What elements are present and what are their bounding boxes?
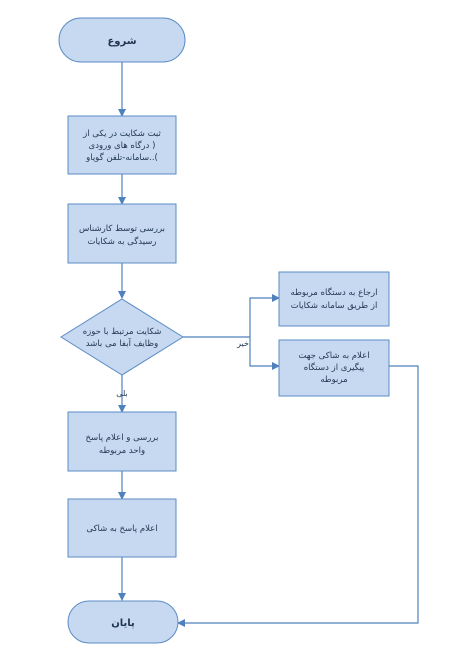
- node-start: شروع: [58, 17, 186, 63]
- node-end: پایان: [67, 600, 179, 644]
- review-expert-box: [67, 203, 177, 264]
- decision-line-1: شکایت مرتبط با حوزه: [83, 327, 162, 337]
- node-register: ثبت شکایت در یکی از درگاه های ورودی ) سا…: [67, 115, 177, 175]
- refer-line-2: از طریق سامانه شکایات: [291, 301, 378, 311]
- notify-complainant-line-2: پیگیری از دستگاه: [304, 362, 365, 373]
- review-answer-line-1: بررسی و اعلام پاسخ: [86, 433, 159, 443]
- edge-branch-to-refer: [249, 294, 280, 337]
- decision-line-2: وظایف آبفا می باشد: [86, 337, 159, 349]
- review-answer-line-2: واحد مربوطه: [99, 446, 145, 456]
- node-refer: ارجاع به دستگاه مربوطه از طریق سامانه شک…: [278, 271, 390, 327]
- start-label: شروع: [107, 36, 136, 47]
- refer-box: [278, 271, 390, 327]
- node-review-expert: بررسی توسط کارشناس رسیدگی به شکایات: [67, 203, 177, 264]
- notify-complainant-box: [278, 339, 390, 397]
- node-decision: شکایت مرتبط با حوزه وظایف آبفا می باشد: [60, 298, 184, 376]
- register-line-2: درگاه های ورودی ): [89, 140, 156, 151]
- refer-line-1: ارجاع به دستگاه مربوطه: [291, 287, 378, 298]
- yes-label: بلی: [116, 389, 128, 398]
- register-line-1: ثبت شکایت در یکی از: [82, 129, 161, 139]
- edge-notify-to-end: [177, 365, 419, 627]
- start-terminal-shape: [58, 17, 186, 63]
- announce-box: [67, 498, 177, 558]
- node-review-answer: بررسی و اعلام پاسخ واحد مربوطه: [67, 411, 177, 472]
- review-expert-line-2: رسیدگی به شکایات: [87, 236, 156, 247]
- node-notify-complainant: اعلام به شاکی جهت پیگیری از دستگاه مربوط…: [278, 339, 390, 397]
- no-label: خیر: [236, 339, 249, 348]
- review-expert-line-1: بررسی توسط کارشناس: [79, 224, 165, 234]
- review-answer-box: [67, 411, 177, 472]
- decision-diamond: [60, 298, 184, 376]
- register-box: [67, 115, 177, 175]
- notify-complainant-line-1: اعلام به شاکی جهت: [298, 351, 369, 361]
- end-terminal-shape: [67, 600, 179, 644]
- end-label: پایان: [111, 618, 135, 629]
- node-announce: اعلام پاسخ به شاکی: [67, 498, 177, 558]
- edges: [118, 62, 419, 627]
- announce-line-1: اعلام پاسخ به شاکی: [86, 524, 157, 534]
- edge-branch-to-notify: [249, 337, 280, 370]
- register-line-3: سامانه-تلفن گویاو..(: [85, 152, 158, 163]
- notify-complainant-line-3: مربوطه: [320, 375, 347, 385]
